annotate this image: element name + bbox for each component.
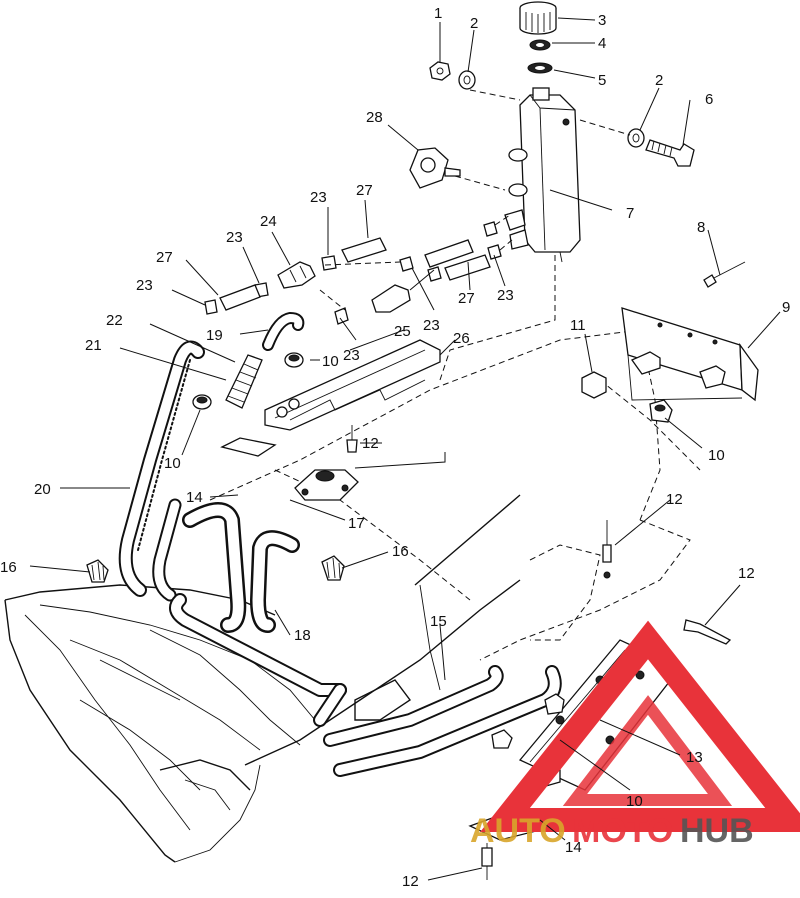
mounting-plate-9 (621, 307, 759, 402)
mounting-bolt (645, 139, 695, 167)
callout-27: 27 (356, 182, 373, 199)
cooler-tube-18 (169, 593, 347, 727)
screw-12-bottom (481, 843, 493, 880)
callout-1: 1 (434, 5, 442, 22)
cooler-tube-15 (323, 665, 562, 777)
hex-nut (429, 61, 451, 81)
watermark-word-moto: MOTO (572, 812, 673, 850)
callout-11: 11 (570, 317, 586, 334)
hose-u-mid (250, 530, 300, 633)
bracket-17 (294, 469, 359, 501)
callout-26: 26 (453, 330, 470, 347)
chassis-outline (4, 329, 701, 863)
callout-24: 24 (260, 213, 277, 230)
callout-10: 10 (322, 353, 339, 370)
hose-u-left (182, 502, 247, 633)
callout-2-right: 2 (655, 72, 663, 89)
callout-16: 16 (0, 559, 17, 576)
callout-labels: 1 2 3 4 5 2 6 28 7 8 9 23 27 24 23 27 23… (0, 5, 790, 890)
callout-27-c: 27 (458, 290, 475, 307)
callout-7: 7 (626, 205, 634, 222)
callout-16-b: 16 (392, 543, 409, 560)
screw-12-rivet (683, 619, 732, 645)
watermark-word-auto: AUTO (470, 812, 566, 850)
flat-washer (458, 70, 476, 90)
callout-12-b: 12 (666, 491, 683, 508)
clamp-10-left (192, 394, 212, 410)
callout-6: 6 (705, 91, 713, 108)
callout-9: 9 (782, 299, 790, 316)
callout-15: 15 (430, 613, 447, 630)
reservoir-cap (519, 1, 557, 35)
callout-19: 19 (206, 327, 223, 344)
clamp-10-right (649, 399, 673, 423)
callout-20: 20 (34, 481, 51, 498)
hose-14 (152, 498, 182, 602)
callout-12-d: 12 (402, 873, 419, 890)
callout-10-d: 10 (626, 793, 643, 810)
grommet-left (86, 559, 109, 583)
callout-12: 12 (362, 435, 379, 452)
callout-25: 25 (394, 323, 411, 340)
fittings-group (204, 89, 631, 381)
callout-18: 18 (294, 627, 311, 644)
callout-22: 22 (106, 312, 123, 329)
callout-8: 8 (697, 219, 705, 236)
clamp-10-top (284, 352, 304, 368)
leader-lines (29, 17, 781, 881)
callout-3: 3 (598, 12, 606, 29)
callout-21: 21 (85, 337, 102, 354)
callout-14: 14 (186, 489, 203, 506)
callout-4: 4 (598, 35, 606, 52)
callout-23-b: 23 (226, 229, 243, 246)
hose-19 (262, 312, 305, 351)
thermostat-housing (409, 147, 461, 189)
callout-23-c: 23 (136, 277, 153, 294)
watermark-text: AUTO MOTO HUB (470, 812, 754, 850)
callout-27-b: 27 (156, 249, 173, 266)
spring-coil (225, 354, 263, 409)
callout-23-d: 23 (497, 287, 514, 304)
callout-10-right: 10 (708, 447, 725, 464)
cap-washer (529, 39, 551, 51)
callout-13: 13 (686, 749, 703, 766)
heat-exchanger-bracket (220, 339, 441, 457)
watermark-logo (480, 620, 800, 832)
callout-12-c: 12 (738, 565, 755, 582)
screw-8 (703, 261, 746, 288)
hose-20 (118, 340, 205, 597)
callout-28: 28 (366, 109, 383, 126)
callout-14-b: 14 (565, 839, 582, 856)
coolant-reservoir (504, 87, 581, 263)
callout-23-e: 23 (423, 317, 440, 334)
callout-2: 2 (470, 15, 478, 32)
watermark-word-hub: HUB (680, 812, 754, 850)
clip-11 (581, 371, 607, 399)
callout-23: 23 (310, 189, 327, 206)
screw-12-right (602, 520, 612, 579)
grommet-right (321, 555, 345, 581)
callout-23-f: 23 (343, 347, 360, 364)
cap-gasket (527, 62, 553, 74)
callout-10-left: 10 (164, 455, 181, 472)
screw-12-top (346, 425, 358, 453)
callout-5: 5 (598, 72, 606, 89)
flat-washer-right (627, 128, 645, 148)
callout-17: 17 (348, 515, 365, 532)
